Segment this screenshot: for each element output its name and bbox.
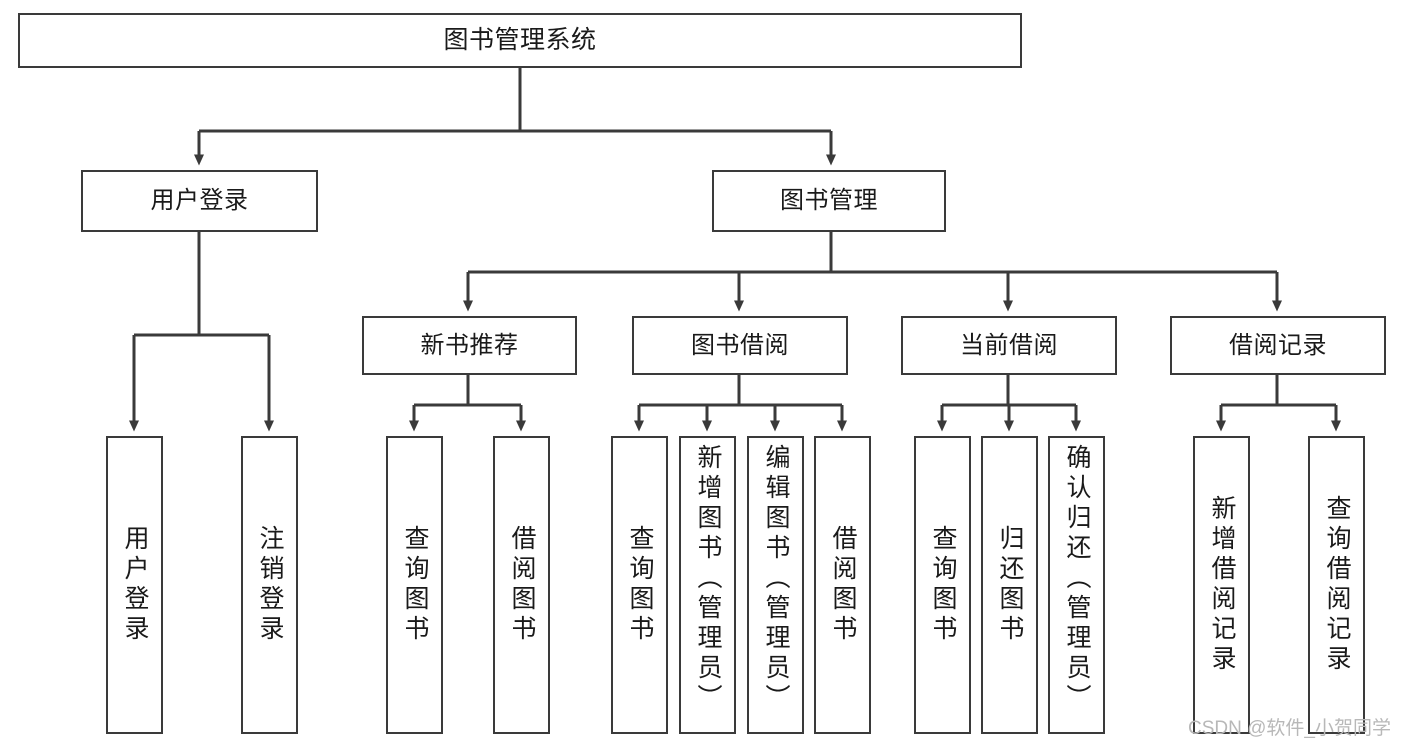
node-book-borrow[interactable]: 图书借阅 bbox=[632, 316, 848, 375]
node-leaf-borrow-book-1[interactable]: 借阅图书 bbox=[493, 436, 550, 734]
node-leaf-query-book-1[interactable]: 查询图书 bbox=[386, 436, 443, 734]
node-current-borrow[interactable]: 当前借阅 bbox=[901, 316, 1117, 375]
node-book-borrow-label: 图书借阅 bbox=[691, 331, 789, 359]
node-user-login-label: 用户登录 bbox=[150, 187, 249, 215]
node-leaf-add-book-label: 新增图书（管理员） bbox=[694, 444, 722, 714]
node-leaf-query-record[interactable]: 查询借阅记录 bbox=[1308, 436, 1365, 734]
node-leaf-add-book[interactable]: 新增图书（管理员） bbox=[679, 436, 736, 734]
node-leaf-query-book-3-label: 查询图书 bbox=[929, 525, 957, 645]
node-leaf-add-record[interactable]: 新增借阅记录 bbox=[1193, 436, 1250, 734]
node-leaf-confirm-return[interactable]: 确认归还（管理员） bbox=[1048, 436, 1105, 734]
node-leaf-return-book-label: 归还图书 bbox=[996, 525, 1024, 645]
node-leaf-return-book[interactable]: 归还图书 bbox=[981, 436, 1038, 734]
node-root-system-label: 图书管理系统 bbox=[443, 26, 597, 54]
node-leaf-query-record-label: 查询借阅记录 bbox=[1323, 495, 1351, 675]
node-borrow-record-label: 借阅记录 bbox=[1229, 331, 1327, 359]
node-root-system[interactable]: 图书管理系统 bbox=[18, 13, 1022, 68]
node-leaf-edit-book[interactable]: 编辑图书（管理员） bbox=[747, 436, 804, 734]
node-current-borrow-label: 当前借阅 bbox=[960, 331, 1058, 359]
node-leaf-add-record-label: 新增借阅记录 bbox=[1208, 495, 1236, 675]
node-leaf-query-book-1-label: 查询图书 bbox=[401, 525, 429, 645]
node-book-manage[interactable]: 图书管理 bbox=[712, 170, 946, 232]
node-leaf-user-logout[interactable]: 注销登录 bbox=[241, 436, 298, 734]
node-borrow-record[interactable]: 借阅记录 bbox=[1170, 316, 1386, 375]
node-leaf-user-login-label: 用户登录 bbox=[121, 525, 149, 645]
node-leaf-query-book-3[interactable]: 查询图书 bbox=[914, 436, 971, 734]
node-new-book-recommend[interactable]: 新书推荐 bbox=[362, 316, 577, 375]
node-leaf-confirm-return-label: 确认归还（管理员） bbox=[1063, 444, 1091, 714]
node-leaf-query-book-2-label: 查询图书 bbox=[626, 525, 654, 645]
node-leaf-borrow-book-2-label: 借阅图书 bbox=[829, 525, 857, 645]
node-leaf-query-book-2[interactable]: 查询图书 bbox=[611, 436, 668, 734]
node-user-login[interactable]: 用户登录 bbox=[81, 170, 318, 232]
node-leaf-user-login[interactable]: 用户登录 bbox=[106, 436, 163, 734]
node-leaf-user-logout-label: 注销登录 bbox=[256, 525, 284, 645]
node-new-book-recommend-label: 新书推荐 bbox=[420, 331, 519, 359]
node-leaf-edit-book-label: 编辑图书（管理员） bbox=[762, 444, 790, 714]
node-leaf-borrow-book-2[interactable]: 借阅图书 bbox=[814, 436, 871, 734]
node-book-manage-label: 图书管理 bbox=[780, 187, 878, 215]
node-leaf-borrow-book-1-label: 借阅图书 bbox=[508, 525, 536, 645]
